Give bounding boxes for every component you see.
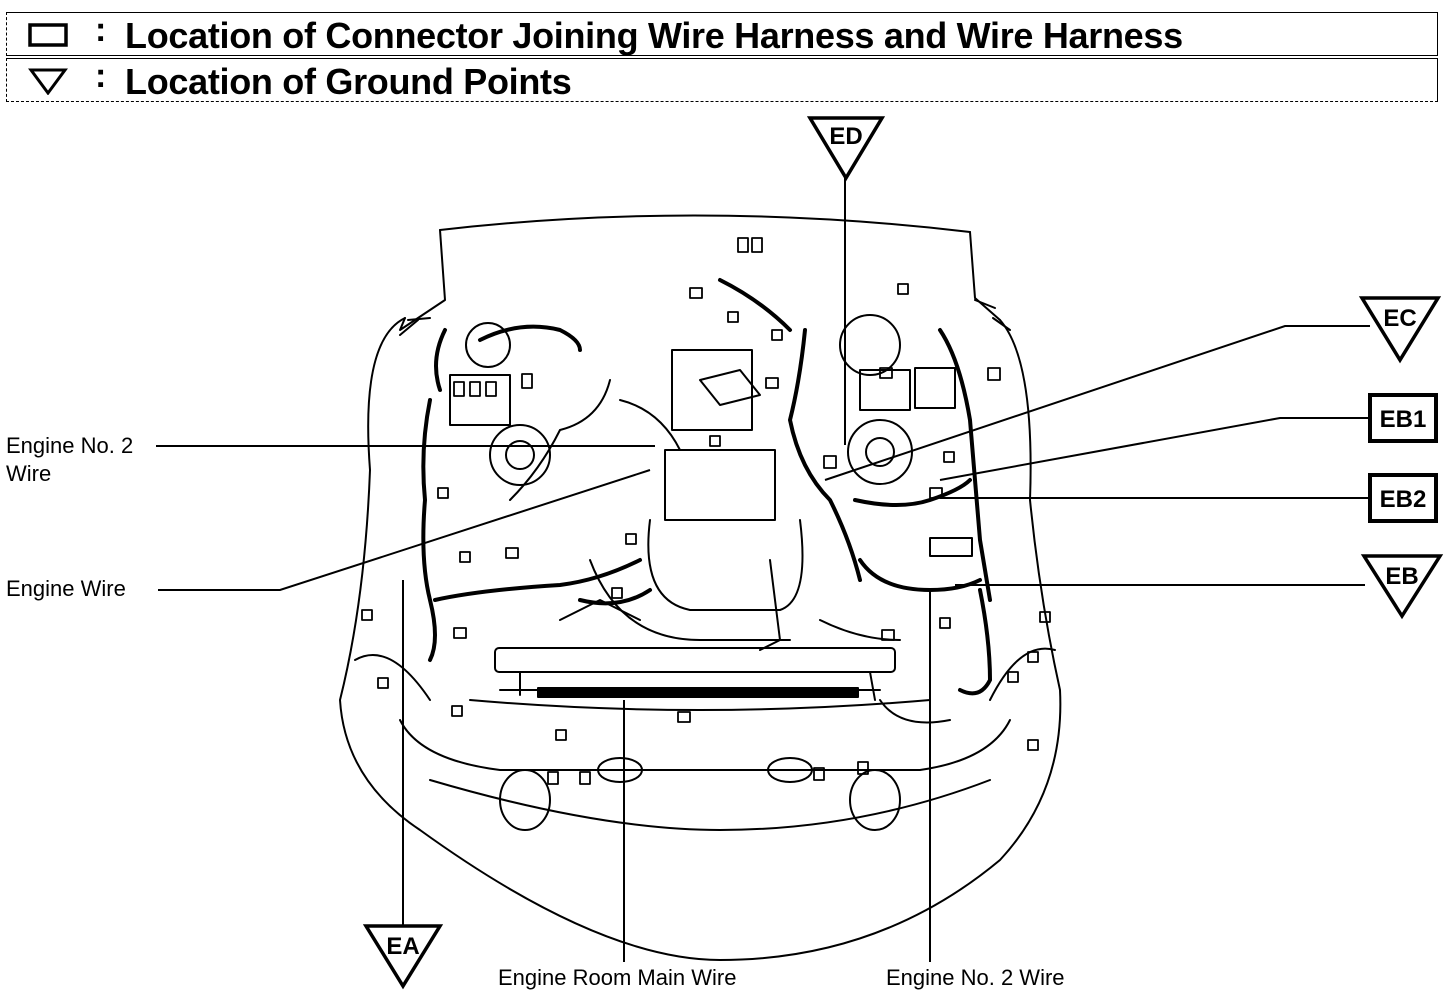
ground-point-label: EC: [1383, 305, 1416, 332]
triangle-icon: [28, 68, 68, 95]
legend-row-ground: : Location of Ground Points: [6, 57, 1438, 102]
front-bumper: [354, 647, 1056, 831]
ground-point-label: EA: [386, 933, 419, 960]
connector-label: EB1: [1380, 406, 1427, 433]
label-line: Wire: [6, 461, 52, 486]
wire-harness: [421, 278, 992, 696]
legend-row-connector: : Location of Connector Joining Wire Har…: [6, 11, 1438, 56]
engine-room-main-wire-label: Engine Room Main Wire: [498, 965, 737, 990]
engine-room-main-wire-bar: [537, 687, 859, 698]
label-line: Engine No. 2: [6, 433, 134, 458]
legend-colon: :: [95, 57, 107, 95]
legend-connector-text: Location of Connector Joining Wire Harne…: [125, 15, 1183, 56]
rectangle-icon: [28, 23, 68, 47]
leader-lines: [156, 175, 1370, 962]
connector-label: EB2: [1380, 486, 1427, 513]
legend-ground-text: Location of Ground Points: [125, 61, 572, 102]
connector-EB2: EB2: [1368, 473, 1438, 523]
ground-point-ED: ED: [806, 116, 886, 182]
ground-point-EC: EC: [1358, 296, 1442, 364]
ground-point-EA: EA: [362, 924, 444, 990]
radiator-support: [469, 647, 951, 724]
legend: : Location of Connector Joining Wire Har…: [6, 11, 1438, 104]
connector-glyphs: [361, 237, 1051, 785]
legend-colon: :: [95, 11, 107, 49]
ground-point-EB: EB: [1360, 554, 1444, 620]
engine-wire-label: Engine Wire: [6, 576, 126, 601]
ground-point-label: EB: [1385, 563, 1418, 590]
engine-no2-wire-label-left: Engine No. 2 Wire: [6, 432, 133, 488]
engine-block: [449, 314, 973, 651]
connector-EB1: EB1: [1368, 393, 1438, 443]
engine-no2-wire-label-bottom: Engine No. 2 Wire: [886, 965, 1065, 990]
ground-point-label: ED: [829, 123, 862, 150]
